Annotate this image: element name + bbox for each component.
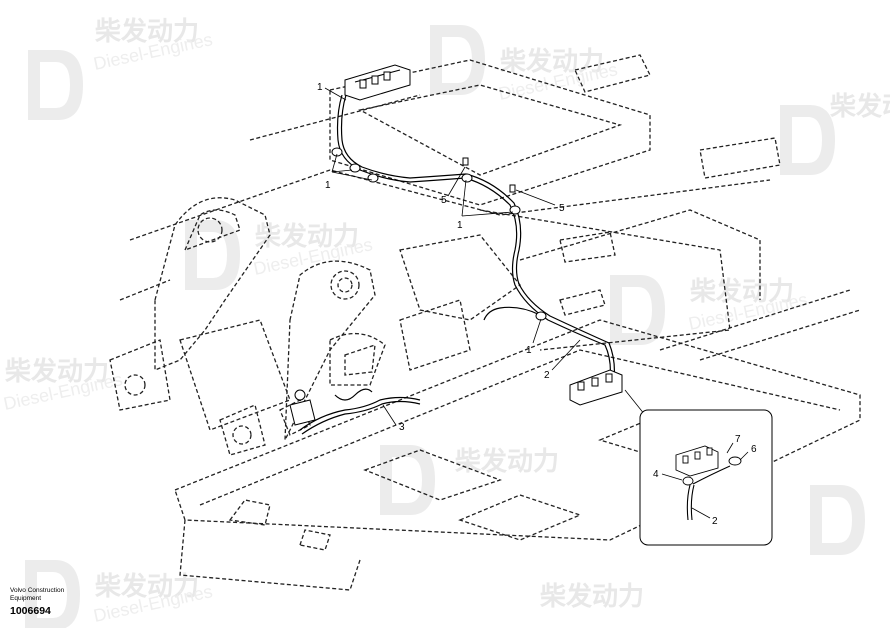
screw [509, 184, 516, 193]
company-name-line1: Volvo Construction [10, 587, 65, 594]
watermark-cn: 柴发动力 [829, 91, 890, 122]
clamp [461, 173, 473, 183]
watermark-cn: 柴发动力 [499, 46, 604, 77]
frame-structure [109, 54, 861, 591]
watermark-cn: 柴发动力 [539, 581, 644, 612]
callout-1: 1 [325, 180, 331, 191]
wire-harness [299, 94, 616, 435]
watermark-cn: 柴发动力 [94, 571, 199, 602]
callout-4: 4 [653, 469, 659, 480]
clamp [535, 311, 547, 321]
callout-1: 1 [457, 220, 463, 231]
detail-inset [639, 409, 773, 546]
watermark-cn: 柴发动力 [4, 356, 109, 387]
connector-block-top [344, 64, 411, 101]
leader-lines [324, 87, 646, 426]
watermark-logo [780, 105, 835, 175]
watermark-logo [25, 560, 80, 628]
company-name-line2: Equipment [10, 595, 42, 602]
callout-2: 2 [544, 370, 550, 381]
watermark-cn: 柴发动力 [254, 221, 359, 252]
callout-5: 5 [559, 203, 565, 214]
watermark-logo [380, 445, 435, 515]
callout-1: 1 [526, 345, 532, 356]
watermark-cn: 柴发动力 [454, 446, 559, 477]
callout-7: 7 [735, 434, 741, 445]
callout-3: 3 [399, 422, 405, 433]
watermark-logo [810, 485, 865, 555]
watermark-layer: 柴发动力 Diesel-Engines 柴发动力 Diesel-Engines … [2, 16, 890, 628]
watermark-logo [430, 25, 485, 95]
clamp [367, 173, 379, 183]
drawing-number: 1006694 [10, 605, 51, 617]
watermark-logo [185, 220, 240, 290]
watermark-cn: 柴发动力 [689, 276, 794, 307]
clamp [509, 205, 521, 215]
drawing-footer: Volvo Construction Equipment 1006694 [10, 587, 64, 617]
connector-harness3 [289, 389, 316, 426]
callout-5: 5 [441, 195, 447, 206]
callout-2: 2 [712, 516, 718, 527]
clamp [331, 147, 343, 157]
clamp [349, 163, 361, 173]
callout-6: 6 [751, 444, 757, 455]
screw [462, 157, 469, 166]
connectors [289, 64, 623, 426]
watermark-logo [610, 275, 665, 345]
connector-block-rear [569, 369, 623, 406]
callout-labels: 1 1 5 1 5 1 2 3 7 6 4 2 [317, 82, 757, 527]
watermark-logo [28, 50, 83, 120]
callout-1: 1 [317, 82, 323, 93]
watermark-cn: 柴发动力 [94, 16, 199, 47]
